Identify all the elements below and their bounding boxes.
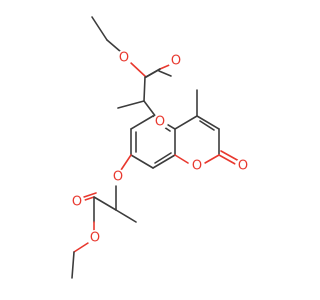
bond — [204, 154, 220, 164]
ring-oxygen-label: O — [192, 159, 202, 174]
ether-oxygen-bottom-label: O — [113, 170, 123, 185]
top-ethyl-ester-group — [91, 16, 175, 122]
bond — [130, 154, 154, 169]
bond — [73, 242, 89, 253]
bond — [130, 115, 154, 130]
bond — [218, 154, 238, 166]
carbonyl-oxygen-bottom-label: O — [72, 195, 82, 210]
bond — [115, 209, 137, 223]
bond — [71, 251, 75, 279]
bond — [130, 62, 147, 78]
bond — [174, 154, 189, 164]
coumarin-ring-system — [130, 89, 240, 169]
bond — [220, 150, 240, 162]
bond — [91, 16, 108, 41]
ester-oxygen-bottom-label: O — [90, 231, 100, 246]
chemical-structure-diagram: O O O O O O O O — [69, 16, 251, 279]
bond — [93, 196, 117, 211]
bottom-ethyl-ester-group — [71, 154, 137, 279]
bond — [106, 39, 122, 53]
carbonyl-oxygen-top-label: O — [171, 54, 181, 69]
bond — [174, 115, 198, 130]
bond — [143, 76, 146, 102]
bond — [154, 152, 172, 164]
bond — [83, 192, 97, 198]
bond — [158, 70, 172, 77]
top-carbonyl-bond — [145, 68, 172, 78]
bond — [145, 68, 161, 78]
atom-labels: O O O O O O O O — [69, 50, 251, 246]
bond — [120, 154, 132, 171]
bond — [117, 100, 145, 109]
bond — [196, 115, 220, 130]
ester-oxygen-top-label: O — [119, 51, 129, 66]
bond — [199, 120, 215, 131]
lactone-carbonyl-oxygen-label: O — [238, 159, 248, 174]
ether-oxygen-top-label: O — [155, 115, 165, 130]
bond — [152, 154, 176, 169]
